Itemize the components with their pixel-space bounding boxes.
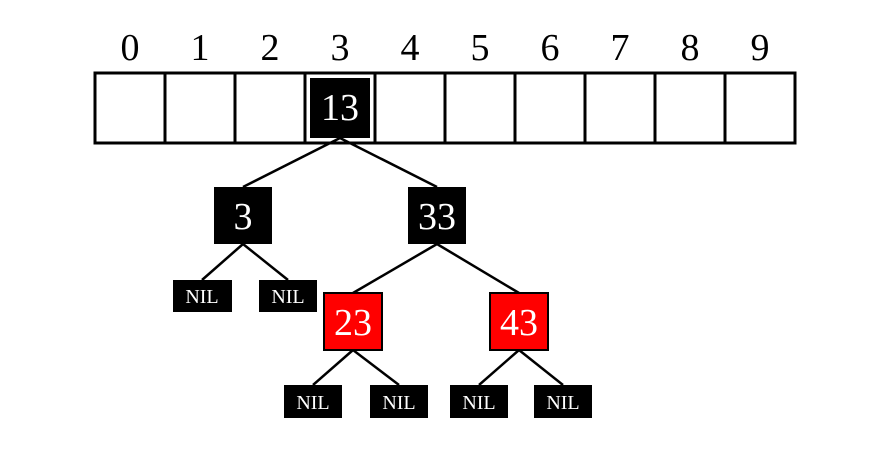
tree-node-right-left-label: 23: [334, 302, 372, 344]
edge-43-nil-left: [478, 349, 520, 386]
tree-node-right-label: 33: [418, 196, 456, 238]
nil-leaf-box: [534, 385, 592, 418]
tree-node-right-box: [408, 187, 466, 244]
tree-node-right-right-box: [489, 292, 549, 351]
edge-33-23: [352, 242, 438, 295]
table-cell-9: [723, 71, 797, 145]
table-cell-7: [583, 71, 657, 145]
table-cell-5: [443, 71, 517, 145]
nil-leaf-label: NIL: [296, 392, 329, 414]
nil-leaf: NIL: [450, 385, 508, 418]
nil-leaf-label: NIL: [462, 392, 495, 414]
nil-leaf-label: NIL: [185, 286, 218, 308]
index-label-2: 2: [261, 27, 280, 69]
table-cell-2: [233, 71, 307, 145]
tree-node-left-box: [214, 187, 272, 244]
tree-node-root-box: [310, 78, 370, 138]
index-label-8: 8: [681, 27, 700, 69]
table-cell-6: [513, 71, 587, 145]
tree-edges: [201, 136, 564, 386]
nil-leaf: NIL: [173, 280, 232, 312]
edge-3-nil-right: [242, 243, 289, 281]
tree-node-right-left-box: [323, 292, 383, 351]
index-label-1: 1: [191, 27, 210, 69]
table-cell-1: [163, 71, 237, 145]
nil-leaf-label: NIL: [546, 392, 579, 414]
index-label-9: 9: [751, 27, 770, 69]
nil-leaf: NIL: [534, 385, 592, 418]
hash-table: [93, 71, 797, 145]
table-cell-8: [653, 71, 727, 145]
index-label-3: 3: [331, 27, 350, 69]
table-cell-4: [373, 71, 447, 145]
tree-node-right: 33: [408, 187, 466, 244]
tree-node-left: 3: [214, 187, 272, 244]
edge-33-43: [436, 242, 520, 295]
edge-13-33: [339, 136, 438, 189]
tree-node-right-right-label: 43: [500, 302, 538, 344]
index-labels: 0 1 2 3 4 5 6 7 8 9: [121, 27, 770, 69]
table-cell-0: [93, 71, 167, 145]
nil-leaf-label: NIL: [382, 392, 415, 414]
nil-leaf-box: [173, 280, 232, 312]
tree-node-root-label: 13: [321, 87, 359, 129]
index-label-6: 6: [541, 27, 560, 69]
nil-leaf-box: [450, 385, 508, 418]
nil-leaf: NIL: [259, 280, 317, 312]
index-label-5: 5: [471, 27, 490, 69]
tree-node-root: 13: [310, 78, 370, 138]
index-label-0: 0: [121, 27, 140, 69]
nil-leaf-box: [284, 385, 342, 418]
tree-node-right-right: 43: [489, 292, 549, 351]
edge-43-nil-right: [518, 349, 564, 386]
nil-leaf: NIL: [284, 385, 342, 418]
nil-leaf-label: NIL: [271, 286, 304, 308]
index-label-7: 7: [611, 27, 630, 69]
nil-leaf-box: [370, 385, 428, 418]
edge-13-3: [242, 136, 341, 189]
tree-node-left-label: 3: [234, 196, 253, 238]
edge-3-nil-left: [201, 243, 244, 281]
nil-leaf-box: [259, 280, 317, 312]
nil-leaf: NIL: [370, 385, 428, 418]
tree-node-right-left: 23: [323, 292, 383, 351]
index-label-4: 4: [401, 27, 420, 69]
edge-23-nil-right: [352, 349, 400, 386]
edge-23-nil-left: [312, 349, 354, 386]
